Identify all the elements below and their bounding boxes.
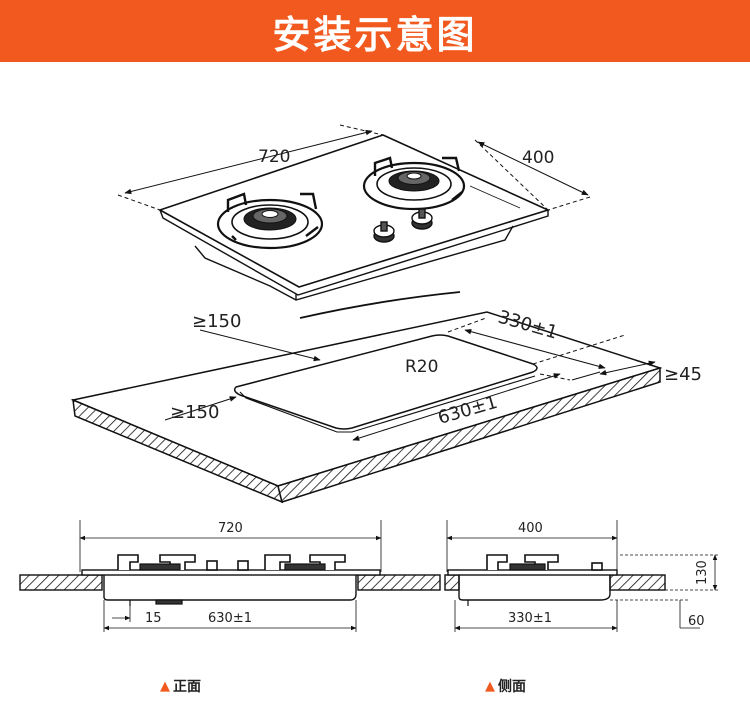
- left-burner: [216, 192, 324, 250]
- countertop-iso: [70, 311, 663, 504]
- margin-back-label: ≥45: [664, 364, 702, 385]
- side-cutout-label: 330±1: [508, 611, 552, 626]
- side-height-label: 130: [695, 560, 710, 585]
- side-view: [444, 520, 720, 632]
- front-view: [19, 520, 441, 632]
- triangle-icon: ▲: [160, 678, 170, 694]
- front-offset-label: 15: [145, 611, 162, 626]
- triangle-icon: ▲: [485, 678, 495, 694]
- installation-diagram: 720 400 ≥150 ≥150 330±1 R20 630±1 ≥45: [19, 124, 720, 632]
- control-knob: [373, 208, 433, 243]
- front-view-caption-text: 正面: [173, 679, 201, 695]
- cooktop-depth-label: 400: [522, 148, 554, 168]
- margin-front-label: ≥150: [170, 402, 219, 423]
- title-banner: 安装示意图: [0, 0, 750, 62]
- countertop-dimension-lines: [164, 317, 656, 441]
- guide-curve: [299, 291, 461, 319]
- cooktop-iso: [158, 134, 551, 301]
- side-depth-label: 400: [518, 521, 543, 536]
- side-view-caption-text: 侧面: [498, 679, 526, 695]
- corner-radius-label: R20: [405, 357, 438, 377]
- front-view-caption: ▲ 正面: [160, 676, 201, 696]
- right-burner: [362, 156, 466, 211]
- front-width-label: 720: [218, 521, 243, 536]
- side-below-label: 60: [688, 614, 705, 629]
- margin-left-label: ≥150: [192, 311, 241, 332]
- cooktop-dimension-lines: [117, 124, 591, 211]
- cooktop-width-label: 720: [258, 147, 290, 167]
- side-view-caption: ▲ 侧面: [485, 676, 526, 696]
- front-cutout-label: 630±1: [208, 611, 252, 626]
- page-title: 安装示意图: [272, 12, 478, 57]
